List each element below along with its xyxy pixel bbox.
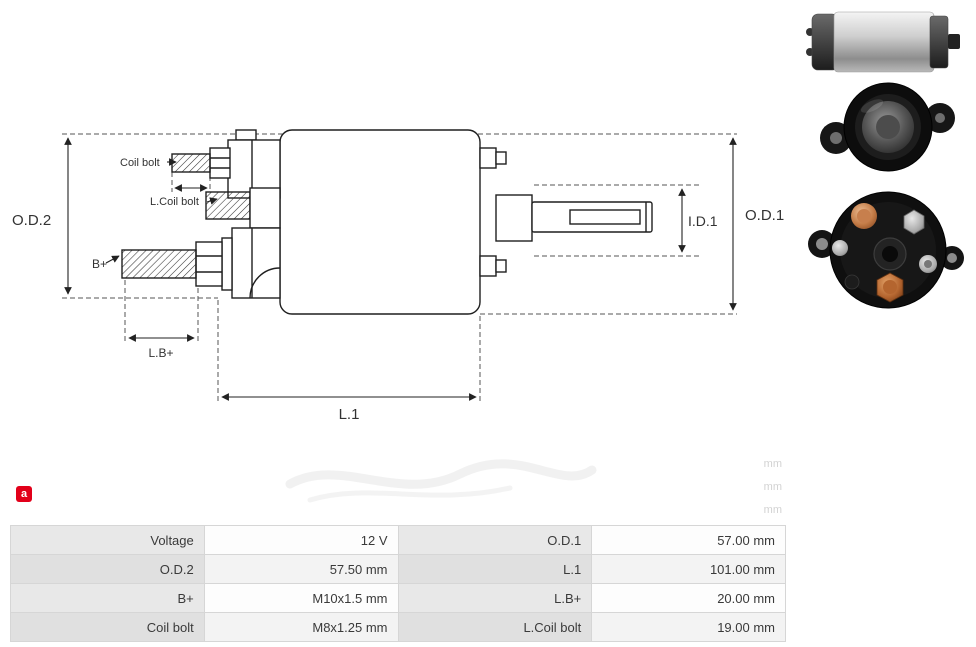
spec-value: M8x1.25 mm [203,612,399,642]
dim-label-b-plus: B+ [92,257,107,271]
solenoid-outline [121,129,653,315]
spec-row: Coil bolt M8x1.25 mm L.Coil bolt 19.00 m… [10,612,786,642]
dim-label-l-coil-bolt: L.Coil bolt [150,196,199,208]
spec-value: 12 V [203,525,399,555]
solenoid-body [279,129,481,315]
dimension-lines [64,137,737,401]
dim-label-l1: L.1 [339,406,360,423]
brand-logo: a [16,486,32,502]
product-photo-front-view[interactable] [806,182,966,320]
coil-bolt-head [209,147,231,179]
spec-row: O.D.2 57.50 mm L.1 101.00 mm [10,554,786,584]
spec-value: 57.50 mm [203,554,399,584]
technical-drawing: O.D.2 O.D.1 I.D.1 L.1 L.B+ B+ Coil bolt … [12,129,784,423]
terminal-nut [903,209,925,235]
spec-label: L.B+ [397,583,593,613]
plunger-slot [569,209,641,225]
spec-value: M10x1.5 mm [203,583,399,613]
spec-label: Coil bolt [10,612,205,642]
dim-label-od1: O.D.1 [745,207,784,224]
coil-bolt-thread [171,153,211,173]
spec-value: 101.00 mm [591,554,786,584]
spec-table: Voltage 12 V O.D.1 57.00 mm O.D.2 57.50 … [10,525,786,642]
spec-label: L.Coil bolt [397,612,593,642]
spec-label: Voltage [10,525,205,555]
spec-value: 57.00 mm [591,525,786,555]
spec-label: O.D.2 [10,554,205,584]
spec-label: O.D.1 [397,525,593,555]
b-plus-nut [195,241,223,287]
terminal-stud [832,240,848,256]
product-photo-side-view[interactable] [800,8,968,76]
ghost-unit-text: mm [763,504,782,516]
spec-row: Voltage 12 V O.D.1 57.00 mm [10,525,786,555]
dim-label-od2: O.D.2 [12,212,51,229]
b-plus-thread [121,249,197,279]
spec-value: 20.00 mm [591,583,786,613]
dimension-labels: O.D.2 O.D.1 I.D.1 L.1 L.B+ B+ Coil bolt … [12,157,784,423]
dim-label-coil-bolt: Coil bolt [120,157,160,169]
dim-label-lb-plus: L.B+ [148,346,173,360]
spec-value: 19.00 mm [591,612,786,642]
spec-label: L.1 [397,554,593,584]
ghost-unit-text: mm [763,458,782,470]
spec-label: B+ [10,583,205,613]
ghost-unit-text: mm [763,481,782,493]
spec-row: B+ M10x1.5 mm L.B+ 20.00 mm [10,583,786,613]
product-photo-back-view[interactable] [812,80,964,174]
dim-label-id1: I.D.1 [688,213,718,229]
render-artifact [285,459,597,503]
